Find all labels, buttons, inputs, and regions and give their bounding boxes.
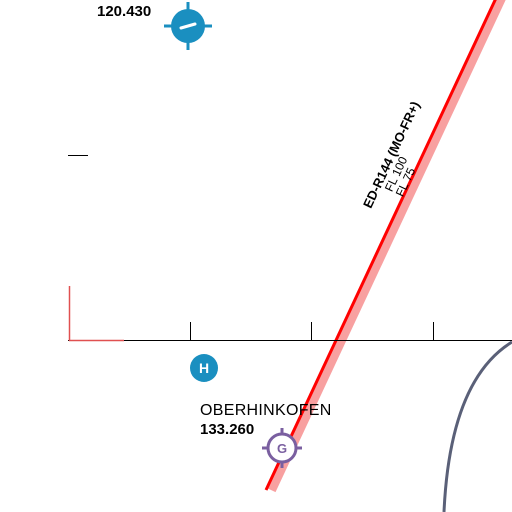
svg-text:G: G xyxy=(277,441,287,456)
restricted-area-band xyxy=(266,0,506,493)
ctr-boundary-arc xyxy=(442,340,512,512)
glider-site-icon: G xyxy=(262,428,302,468)
red-corner-marker xyxy=(68,286,124,342)
restricted-area-border xyxy=(264,0,497,491)
vor-compass-icon xyxy=(164,2,212,50)
station-frequency: 120.430 xyxy=(97,3,152,20)
grid-line xyxy=(68,322,512,341)
svg-text:H: H xyxy=(199,360,209,376)
station-frequency: 133.260 xyxy=(200,421,255,438)
station-name: OBERHINKOFEN xyxy=(200,402,332,419)
heliport-icon: H xyxy=(190,354,218,382)
